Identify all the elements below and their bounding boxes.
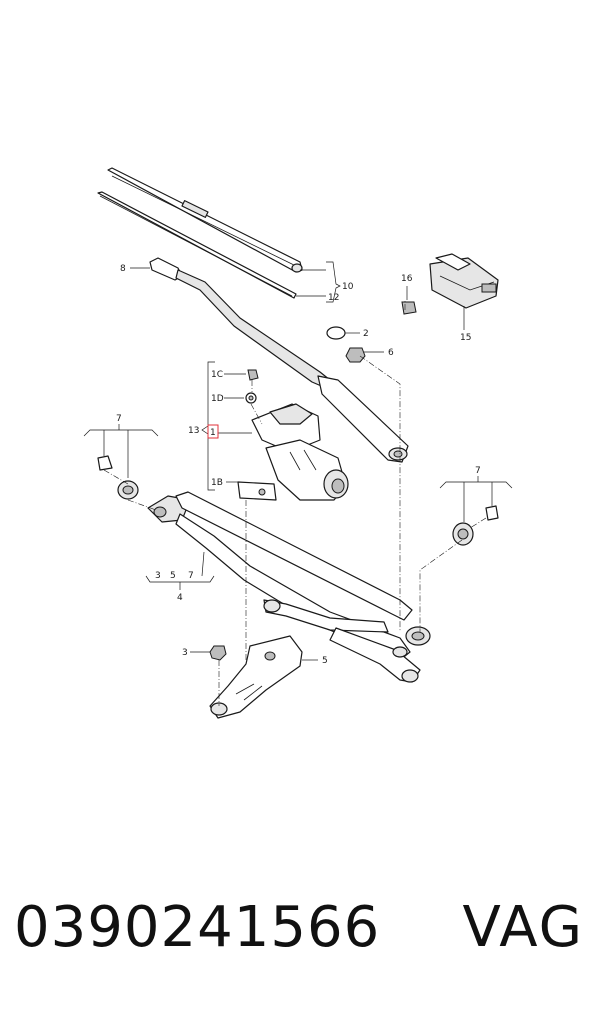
assembly-lines	[103, 300, 487, 706]
bracket-1b	[237, 481, 277, 501]
callout-4: 4	[177, 593, 183, 603]
brand-label: VAG	[462, 895, 584, 960]
callout-5: 5	[322, 656, 328, 666]
leader-lines	[83, 261, 513, 661]
callout-4-sub-3: 3	[155, 571, 161, 581]
screw-1c	[247, 369, 259, 381]
callout-8: 8	[120, 264, 126, 274]
mount-left	[97, 455, 139, 500]
highlight-box	[207, 424, 219, 439]
cap-2	[326, 326, 346, 340]
wiper-arm	[149, 257, 409, 463]
callout-7-right: 7	[475, 466, 481, 476]
callout-4-sub-5: 5	[170, 571, 176, 581]
callout-10: 10	[342, 282, 354, 292]
wiper-assembly-diagram: 8 10 12 2 6 16 15 1C 1D 13 1 1B 7 7 3 5 …	[83, 167, 513, 719]
callout-1d: 1D	[211, 394, 224, 404]
mount-right	[452, 505, 499, 546]
callout-16: 16	[401, 274, 413, 284]
wiper-blade-upper	[107, 167, 303, 273]
callout-2: 2	[363, 329, 369, 339]
washer-1d	[245, 392, 257, 404]
nut-6	[345, 347, 366, 363]
wiper-motor	[251, 403, 349, 501]
callout-4-sub-7: 7	[188, 571, 194, 581]
callout-1: 1	[210, 428, 216, 438]
callout-12: 12	[328, 293, 339, 303]
sensor-module-15	[429, 253, 499, 309]
callout-13: 13	[188, 426, 199, 436]
callout-15: 15	[460, 333, 471, 343]
callout-3: 3	[182, 648, 188, 658]
callout-labels: 8 10 12 2 6 16 15 1C 1D 13 1 1B 7 7 3 5 …	[116, 264, 481, 666]
wiper-linkage-frame	[147, 491, 431, 683]
wiper-blade-lower	[97, 191, 297, 299]
callout-1b: 1B	[211, 478, 223, 488]
callout-1c: 1C	[211, 370, 223, 380]
clip-16	[401, 301, 417, 315]
footer: 0390241566 VAG	[0, 895, 600, 985]
part-number: 0390241566	[14, 895, 381, 960]
mounting-bracket-5	[209, 635, 303, 719]
nut-3	[209, 645, 227, 661]
callout-7-left: 7	[116, 414, 122, 424]
callout-6: 6	[388, 348, 394, 358]
